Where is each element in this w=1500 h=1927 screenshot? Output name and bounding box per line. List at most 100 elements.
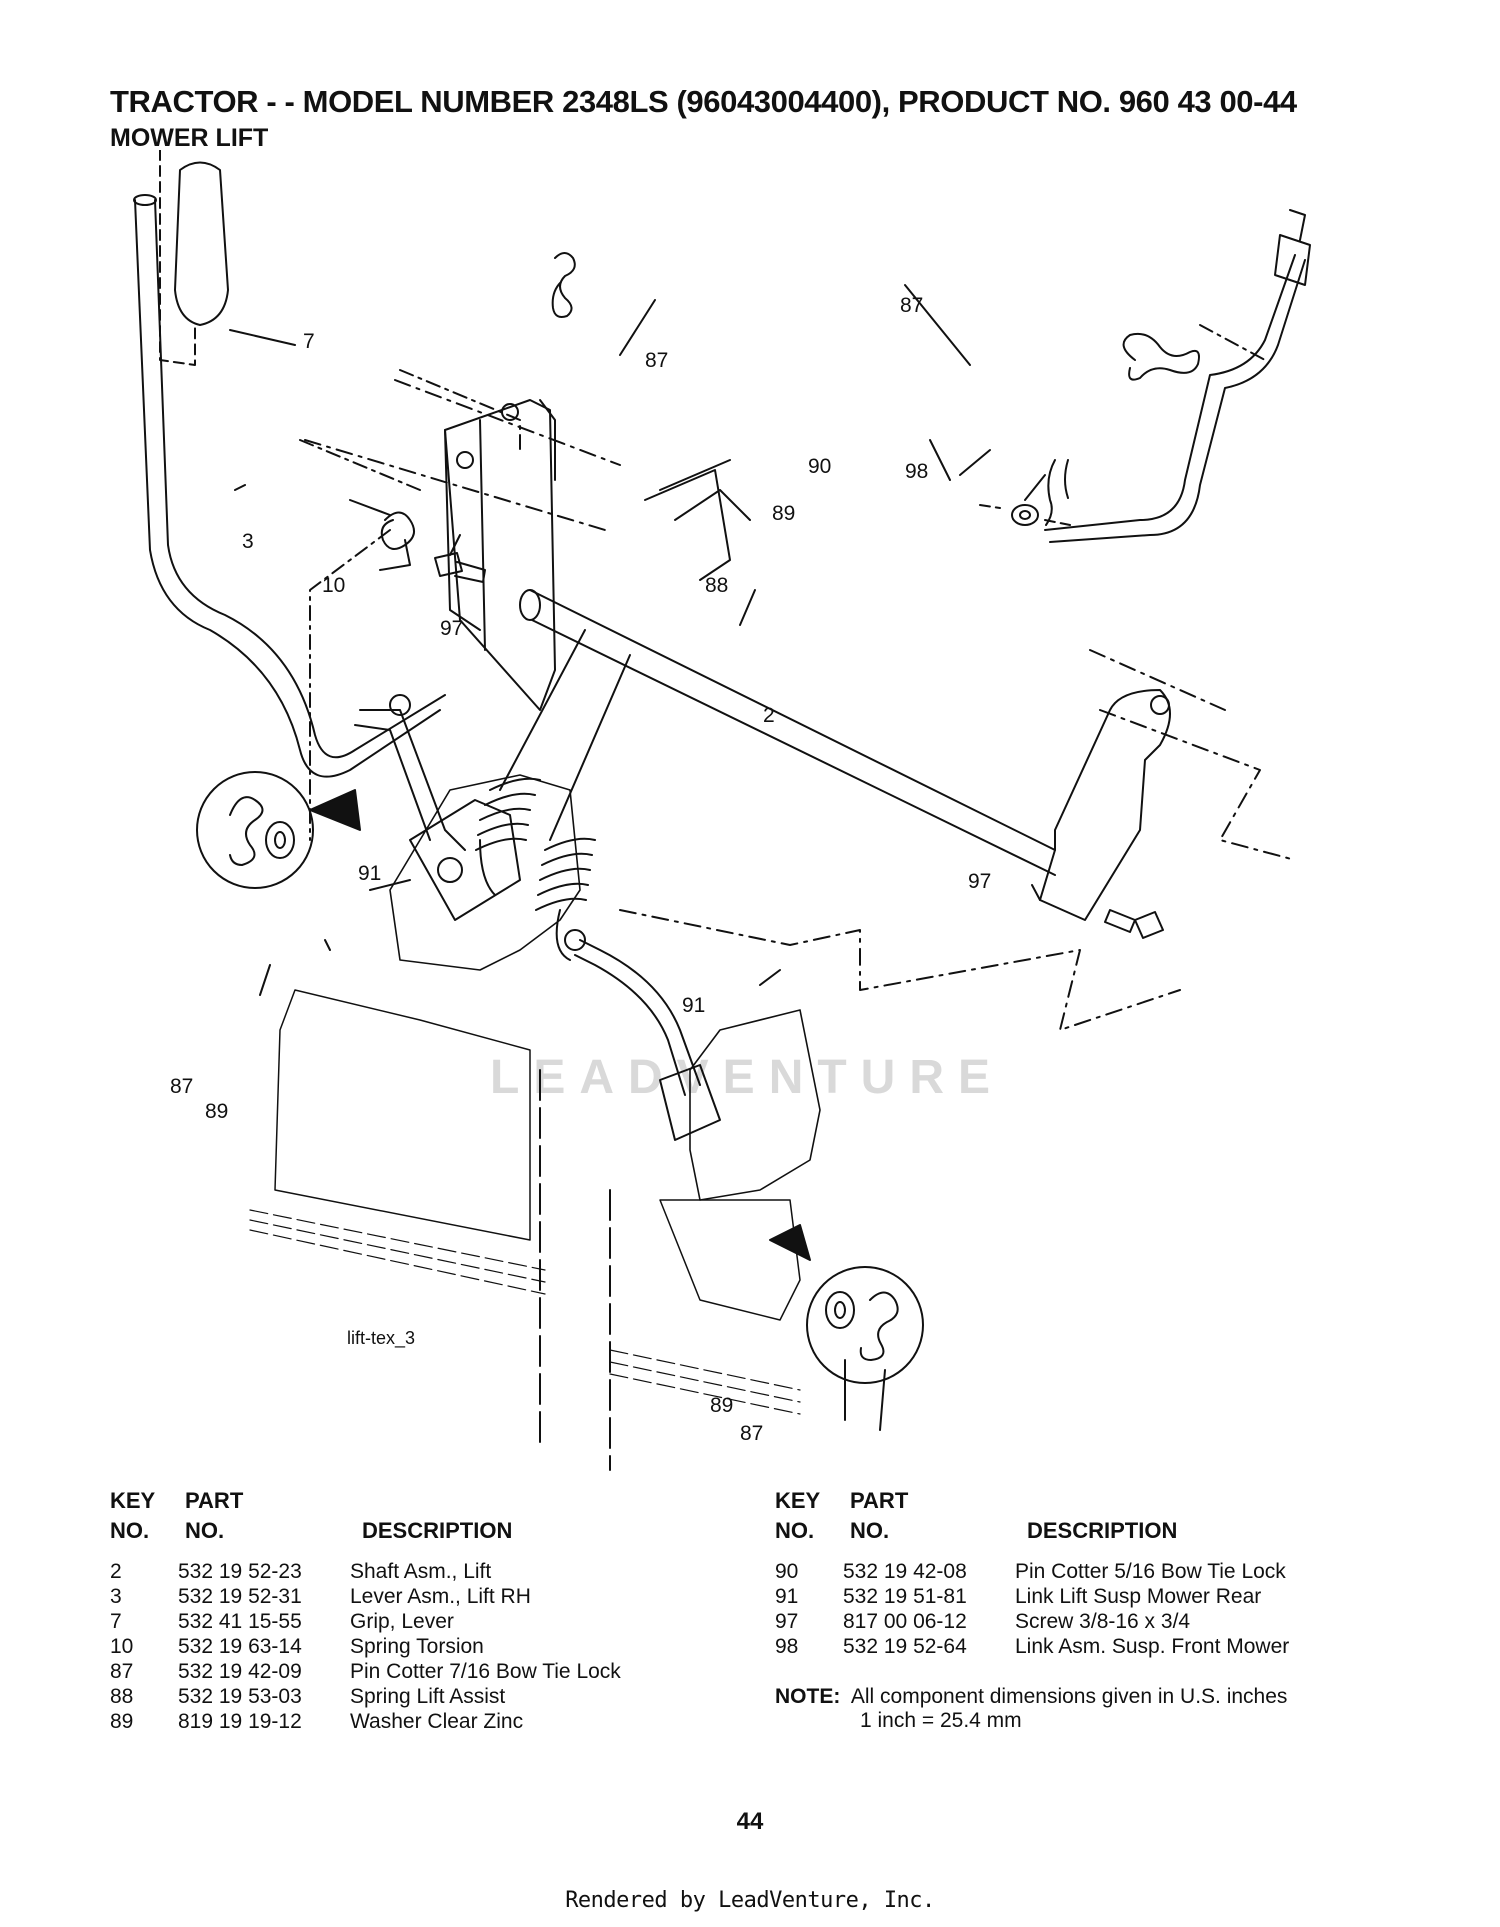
washer-top	[1011, 504, 1039, 526]
key-no: 90	[775, 1560, 799, 1583]
exploded-parts-diagram: 7 87 87 90 98 89 3 10 97 88 2 97 91 87 8…	[100, 149, 1400, 1490]
callout-87-top: 87	[645, 349, 668, 372]
callout-87-right: 87	[900, 294, 923, 317]
part-description: Pin Cotter 5/16 Bow Tie Lock	[1015, 1560, 1286, 1583]
key-no: 89	[110, 1710, 134, 1733]
mower-deck-right	[659, 1199, 801, 1321]
table-row: 7 532 41 15-55 Grip, Lever	[110, 1610, 690, 1635]
table-row: 89 819 19 19-12 Washer Clear Zinc	[110, 1710, 690, 1735]
screw-left	[434, 552, 486, 583]
deck-hanger-right	[689, 1009, 821, 1201]
part-no: 532 19 63-14	[178, 1635, 302, 1658]
callout-87-bottom: 87	[740, 1422, 763, 1445]
key-no: 98	[775, 1635, 799, 1658]
callout-91-right: 91	[682, 994, 705, 1017]
header-key: KEY	[110, 1488, 156, 1513]
key-no: 91	[775, 1585, 799, 1608]
callout-2: 2	[763, 704, 775, 727]
part-no: 532 19 53-03	[178, 1685, 302, 1708]
part-no: 532 41 15-55	[178, 1610, 302, 1633]
page-number: 44	[736, 1808, 764, 1835]
header-part-no: NO.	[185, 1518, 225, 1543]
part-no: 532 19 52-23	[178, 1560, 302, 1583]
parts-rows: 2 532 19 52-23 Shaft Asm., Lift 3 532 19 52…	[110, 1560, 690, 1735]
key-no: 87	[110, 1660, 134, 1683]
part-no: 532 19 42-08	[843, 1560, 967, 1583]
part-description: Screw 3/8-16 x 3/4	[1015, 1610, 1191, 1633]
key-no: 88	[110, 1685, 134, 1708]
table-row: 87 532 19 42-09 Pin Cotter 7/16 Bow Tie Lo…	[110, 1660, 690, 1685]
screw-right	[1104, 909, 1164, 939]
key-no: 3	[110, 1585, 122, 1608]
part-description: Pin Cotter 7/16 Bow Tie Lock	[350, 1660, 621, 1683]
callout-91-left: 91	[358, 862, 381, 885]
header-key-no: NO.	[110, 1518, 150, 1543]
parts-rows: 90 532 19 42-08 Pin Cotter 5/16 Bow Tie Lo…	[775, 1560, 1415, 1660]
part-no: 819 19 19-12	[178, 1710, 302, 1733]
table-row: 88 532 19 53-03 Spring Lift Assist	[110, 1685, 690, 1710]
key-no: 97	[775, 1610, 799, 1633]
rear-link-left	[359, 709, 466, 851]
key-no: 2	[110, 1560, 122, 1583]
deck-hanger-left	[389, 774, 581, 971]
part-description: Grip, Lever	[350, 1610, 454, 1633]
header-part: PART	[185, 1488, 244, 1513]
callout-98: 98	[905, 460, 928, 483]
part-no: 532 19 42-09	[178, 1660, 302, 1683]
parts-table-right: KEY NO. PART NO. DESCRIPTION 90 532 19 42…	[775, 1488, 1415, 1660]
pin-cotter-top	[551, 252, 576, 318]
table-row: 91 532 19 51-81 Link Lift Susp Mower Rear	[775, 1585, 1415, 1610]
lift-arm-right	[1039, 689, 1171, 921]
part-no: 532 19 51-81	[843, 1585, 967, 1608]
part-description: Washer Clear Zinc	[350, 1710, 524, 1733]
lift-bracket	[444, 399, 556, 711]
parts-table-header: KEY NO. PART NO. DESCRIPTION	[775, 1488, 1415, 1550]
section-subtitle: MOWER LIFT	[110, 124, 269, 152]
note-line-2: 1 inch = 25.4 mm	[860, 1709, 1022, 1732]
assist-springs	[475, 459, 731, 961]
lift-lever-rod	[134, 199, 441, 778]
page-title: TRACTOR - - MODEL NUMBER 2348LS (9604300…	[110, 84, 1297, 119]
table-row: 2 532 19 52-23 Shaft Asm., Lift	[110, 1560, 690, 1585]
table-row: 90 532 19 42-08 Pin Cotter 5/16 Bow Tie Lo…	[775, 1560, 1415, 1585]
part-no: 532 19 52-31	[178, 1585, 302, 1608]
callout-89-right: 89	[710, 1394, 733, 1417]
key-no: 7	[110, 1610, 122, 1633]
callout-90: 90	[808, 455, 831, 478]
threaded-end	[1274, 209, 1311, 286]
part-no: 532 19 52-64	[843, 1635, 967, 1658]
callout-89-top: 89	[772, 502, 795, 525]
watermark: LEADVENTURE	[490, 1051, 1005, 1104]
callout-87-left: 87	[170, 1075, 193, 1098]
mower-deck-left	[274, 989, 531, 1241]
torsion-spring	[379, 511, 415, 571]
diagram-drawing: 7 87 87 90 98 89 3 10 97 88 2 97 91 87 8…	[133, 149, 1311, 1471]
part-no: 817 00 06-12	[843, 1610, 967, 1633]
header-part-no: NO.	[850, 1518, 890, 1543]
dimension-note: NOTE: All component dimensions given in …	[775, 1685, 1415, 1733]
pin-cotter-small	[1045, 459, 1069, 526]
header-key-no: NO.	[775, 1518, 815, 1543]
lever-grip	[174, 161, 229, 326]
rear-link-right	[579, 939, 701, 1086]
figure-reference: lift-tex_3	[347, 1328, 416, 1348]
part-description: Shaft Asm., Lift	[350, 1560, 492, 1583]
render-footer: Rendered by LeadVenture, Inc.	[565, 1888, 935, 1913]
detail-circle-right	[806, 1266, 924, 1384]
table-row: 3 532 19 52-31 Lever Asm., Lift RH	[110, 1585, 690, 1610]
part-description: Spring Lift Assist	[350, 1685, 506, 1708]
header-key: KEY	[775, 1488, 821, 1513]
callout-88: 88	[705, 574, 728, 597]
callout-3: 3	[242, 530, 254, 553]
callout-10: 10	[322, 574, 345, 597]
lift-shaft	[529, 589, 1056, 876]
detail-circle-left	[196, 771, 314, 889]
table-row: 97 817 00 06-12 Screw 3/8-16 x 3/4	[775, 1610, 1415, 1635]
part-description: Link Lift Susp Mower Rear	[1015, 1585, 1262, 1608]
part-description: Lever Asm., Lift RH	[350, 1585, 531, 1608]
header-description: DESCRIPTION	[1027, 1518, 1178, 1543]
